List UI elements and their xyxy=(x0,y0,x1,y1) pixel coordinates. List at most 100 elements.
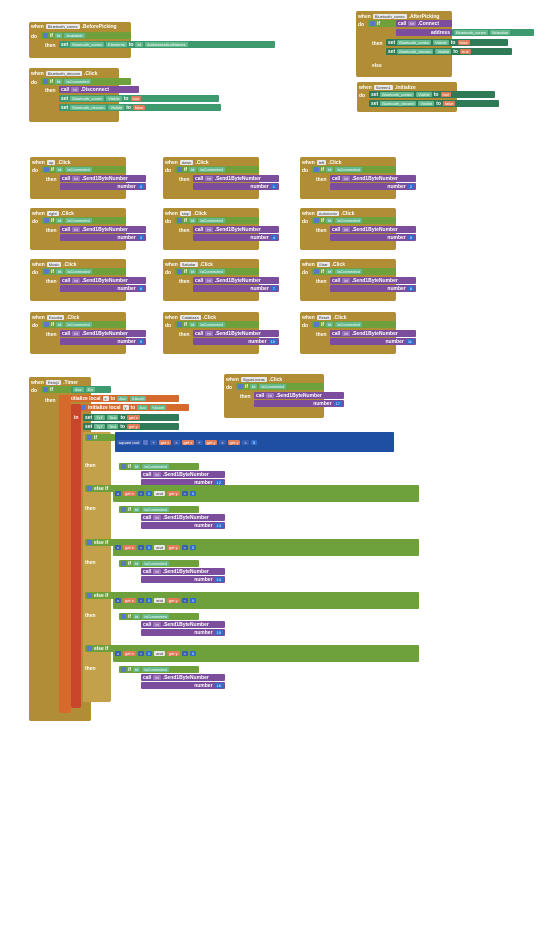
branch-if-row[interactable]: else if xyxy=(85,592,115,599)
is-connected-dropdown[interactable]: IsConnected xyxy=(198,322,225,327)
get-y[interactable]: get y xyxy=(126,424,140,429)
screen-initialize-block[interactable]: when Screen1 .Initialize do set Bluetoot… xyxy=(357,82,499,112)
gear-icon[interactable] xyxy=(314,322,319,327)
inner-if-row[interactable]: if bt IsConnected xyxy=(119,560,199,567)
bt-dropdown[interactable]: bt xyxy=(133,561,141,566)
bt-dropdown[interactable]: bt xyxy=(72,227,80,232)
threshold-value[interactable]: 3 xyxy=(250,439,257,445)
component-dropdown[interactable]: SigueLineas xyxy=(240,377,267,382)
number-value[interactable]: 8 xyxy=(407,286,414,291)
bt-dropdown[interactable]: bt xyxy=(326,269,334,274)
deconn-click-block[interactable]: when Bluetooth_deconn .Click do if bt Is… xyxy=(29,68,221,122)
bt-dropdown[interactable]: bt xyxy=(326,218,334,223)
and-condition[interactable]: x get x < 0 and get y < 0 xyxy=(113,645,419,662)
address-value[interactable]: Bluetooth_conec Selection xyxy=(452,29,534,36)
if-row[interactable]: if bt IsConnected xyxy=(236,383,324,390)
visible-dropdown[interactable]: Visible xyxy=(418,101,435,106)
button-click-block-escoba[interactable]: when Escoba .Click do if bt IsConnected … xyxy=(30,312,148,354)
false-value[interactable]: false xyxy=(132,105,146,110)
number-row[interactable]: number 9 xyxy=(60,338,146,345)
bt-dropdown[interactable]: bt xyxy=(189,322,197,327)
false-value[interactable]: false xyxy=(457,40,470,45)
bt-dropdown[interactable]: bt xyxy=(250,384,258,389)
if-row[interactable]: if bt IsConnected xyxy=(41,78,131,85)
bt-dropdown[interactable]: bt xyxy=(205,278,213,283)
gear-icon[interactable] xyxy=(87,486,92,491)
is-connected-dropdown[interactable]: IsConnected xyxy=(64,79,91,84)
times-operator[interactable]: × xyxy=(173,439,180,445)
prop-dropdown[interactable]: Available xyxy=(64,33,85,38)
if-condition[interactable]: Acc Ea xyxy=(71,386,111,393)
get-x[interactable]: get x xyxy=(123,491,136,496)
bt-dropdown[interactable]: bt xyxy=(205,331,213,336)
is-connected-dropdown[interactable]: IsConnected xyxy=(65,322,92,327)
set-prop-dropdown[interactable]: Elements xyxy=(106,42,127,47)
gear-icon[interactable] xyxy=(43,79,48,84)
bt-dropdown[interactable]: bt xyxy=(326,322,334,327)
bt-dropdown[interactable]: bt xyxy=(133,667,141,672)
is-connected-dropdown[interactable]: IsConnected xyxy=(198,167,225,172)
number-row[interactable]: number 2 xyxy=(330,183,416,190)
if-branch-4[interactable]: else if x get x < 0 and get y < 0 then i… xyxy=(83,645,419,698)
button-name-dropdown[interactable]: Autonomo xyxy=(316,211,340,216)
txt-dropdown[interactable]: TxT xyxy=(94,415,106,420)
xaccel-dropdown[interactable]: XAccel xyxy=(129,396,147,401)
zero-value[interactable]: 0 xyxy=(189,545,197,550)
bt-dropdown[interactable]: bt xyxy=(133,464,141,469)
number-value[interactable]: 6 xyxy=(137,286,144,291)
is-connected-dropdown[interactable]: IsConnected xyxy=(259,384,286,389)
inner-if-row[interactable]: if bt IsConnected xyxy=(119,613,199,620)
if-branch-1[interactable]: else if x get x > 0 and get y > 0 then i… xyxy=(83,485,419,538)
number-row[interactable]: number 3 xyxy=(60,234,146,241)
address-row[interactable]: address xyxy=(396,29,452,36)
get-x[interactable]: get x xyxy=(123,598,136,603)
visible-dropdown[interactable]: Visible xyxy=(435,49,452,54)
component-dropdown[interactable]: Bluetooth_conec xyxy=(45,24,80,29)
if-row[interactable]: if bt Available xyxy=(41,32,131,39)
bt-dropdown[interactable]: bt xyxy=(55,33,63,38)
zero-value[interactable]: 0 xyxy=(146,598,153,603)
number-value[interactable]: 7 xyxy=(270,286,277,291)
bt-dropdown[interactable]: bt xyxy=(72,176,80,181)
is-connected-dropdown[interactable]: IsConnected xyxy=(65,269,92,274)
if-row[interactable]: if bt IsConnected xyxy=(175,321,259,328)
bt-dropdown[interactable]: bt xyxy=(205,176,213,181)
call-send-row[interactable]: call bt .Send1ByteNumber xyxy=(141,471,225,478)
if-row[interactable]: if bt IsConnected xyxy=(175,217,259,224)
is-connected-dropdown[interactable]: IsConnected xyxy=(142,614,169,619)
number-row[interactable]: number 17 xyxy=(254,400,344,407)
number-value[interactable]: 4 xyxy=(270,235,277,240)
compare-left[interactable]: x xyxy=(115,545,121,550)
gear-icon[interactable] xyxy=(121,667,126,672)
if-row[interactable]: if bt IsConnected xyxy=(312,268,396,275)
button-name-dropdown[interactable]: Calabaza xyxy=(179,315,201,320)
set-comp-dropdown[interactable]: Bluetooth_conec xyxy=(70,96,105,101)
bt-dropdown[interactable]: bt xyxy=(153,622,161,627)
is-connected-dropdown[interactable]: IsConnected xyxy=(142,507,169,512)
number-value[interactable]: 12 xyxy=(214,480,223,485)
gear-icon[interactable] xyxy=(121,464,126,469)
true-value[interactable]: true xyxy=(459,49,471,54)
if-row[interactable]: if bt IsConnected xyxy=(175,166,259,173)
call-send-row[interactable]: call bt .Send1ByteNumber xyxy=(141,514,225,521)
bt-dropdown[interactable]: bt xyxy=(72,331,80,336)
bt-dropdown[interactable]: bt xyxy=(342,278,350,283)
and-operator[interactable]: and xyxy=(154,545,165,550)
number-row[interactable]: number 4 xyxy=(193,234,279,241)
set-comp-dropdown[interactable]: Bluetooth_conec xyxy=(397,40,432,45)
gear-icon[interactable] xyxy=(143,439,149,445)
gear-icon[interactable] xyxy=(87,593,92,598)
call-send-row[interactable]: call bt .Send1ByteNumber xyxy=(330,175,416,182)
visible-dropdown[interactable]: Visible xyxy=(433,40,449,45)
button-click-block-reset[interactable]: when Reset .Click do if bt IsConnected t… xyxy=(300,312,418,354)
plus-operator[interactable]: + xyxy=(196,439,203,445)
text-dropdown[interactable]: Text xyxy=(106,424,119,429)
number-row[interactable]: number 0 xyxy=(60,183,146,190)
ea-dropdown[interactable]: Ea xyxy=(85,387,95,392)
compare-operator[interactable]: > xyxy=(181,545,188,550)
bt-dropdown[interactable]: bt xyxy=(56,167,64,172)
number-value[interactable]: 3 xyxy=(137,235,144,240)
gear-icon[interactable] xyxy=(44,322,49,327)
if-branch-0[interactable]: if bt IsConnected then call bt .Send1Byt… xyxy=(83,455,394,495)
call-send-row[interactable]: call bt .Send1ByteNumber xyxy=(141,568,225,575)
